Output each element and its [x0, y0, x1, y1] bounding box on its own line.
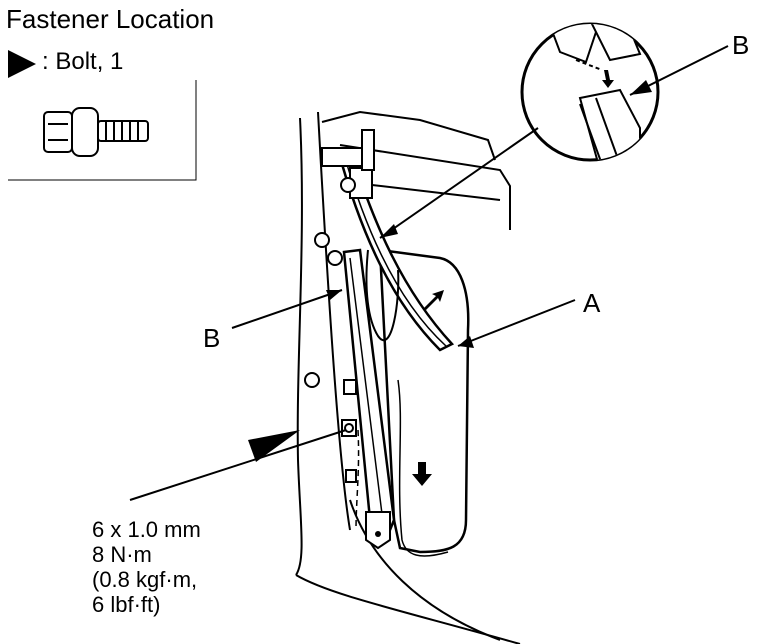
bolt-icon [43, 107, 149, 157]
arrow-down-icon [412, 462, 432, 486]
leader-arrowheads [326, 80, 652, 348]
wire-loop [365, 249, 400, 341]
callout-a: A [583, 288, 601, 318]
molding-strip-inner [349, 257, 385, 531]
torque-spec: 6 x 1.0 mm 8 N·m (0.8 kgf·m, 6 lbf·ft) [92, 517, 201, 617]
leader-lines [129, 45, 729, 501]
callout-b-strip: B [203, 323, 221, 353]
spec-size: 6 x 1.0 mm [92, 517, 201, 542]
arrow-up-icon [424, 290, 444, 310]
door-frame [295, 110, 521, 644]
spec-torque-kgf: (0.8 kgf·m, [92, 567, 198, 592]
bolt-location-marker-icon [248, 430, 300, 462]
legend-frame [8, 80, 197, 181]
legend-bolt-label: : Bolt, 1 [42, 48, 124, 75]
detail-arrow-icon [602, 70, 614, 88]
lower-bracket [365, 511, 391, 550]
dashed-outline [355, 429, 360, 531]
triangle-arrow-icon [8, 50, 36, 78]
bracket-hole [375, 531, 381, 537]
upper-clip [321, 129, 375, 199]
magnified-detail [520, 22, 660, 162]
callout-b-detail: B [732, 30, 750, 60]
pillar-holes [304, 232, 357, 483]
lower-wire [397, 379, 449, 557]
trim-panel-a [378, 248, 470, 554]
legend-title: Fastener Location [6, 4, 215, 34]
spec-torque-nm: 8 N·m [92, 542, 152, 567]
spec-torque-lbf: 6 lbf·ft) [92, 592, 161, 617]
